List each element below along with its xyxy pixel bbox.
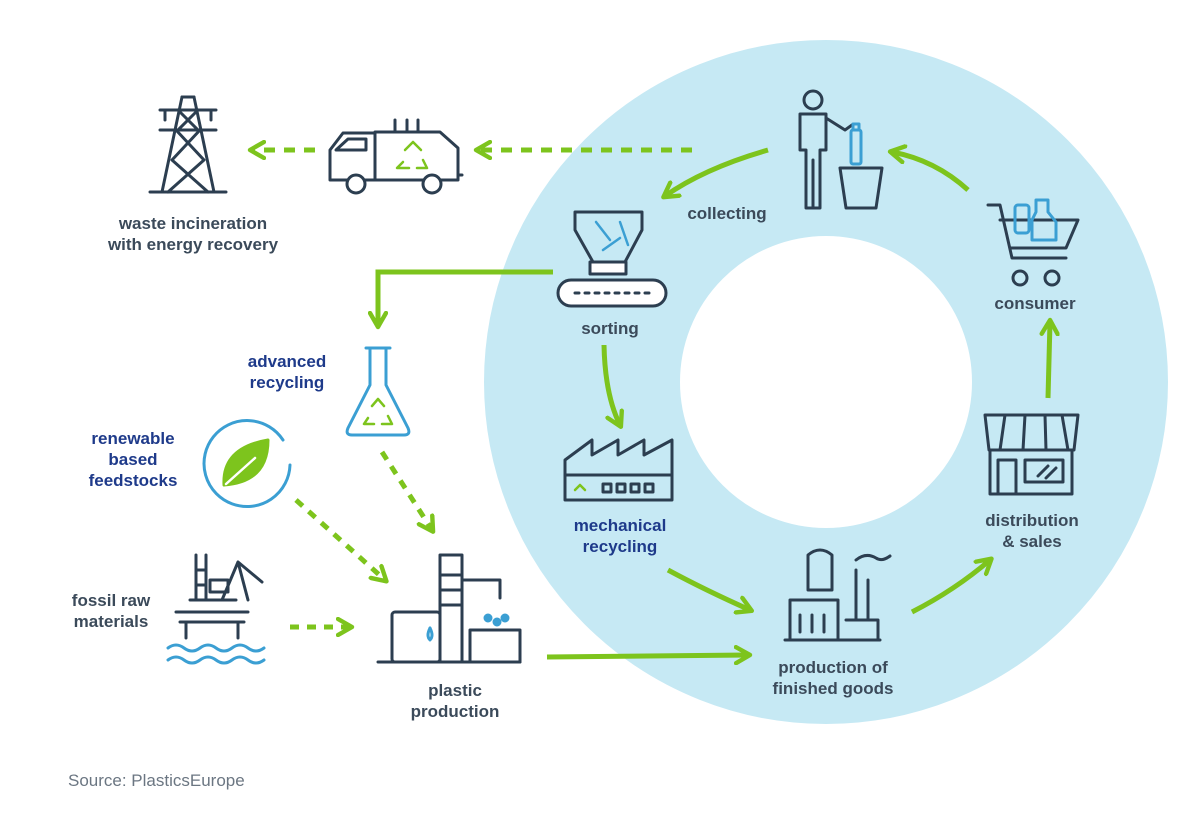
label-sorting: sorting: [581, 319, 639, 338]
label-collecting: collecting: [687, 204, 767, 223]
arrow-to-distribution: [910, 560, 990, 615]
leaf-icon: [202, 419, 292, 509]
label-consumer: consumer: [994, 294, 1076, 313]
arrow-advanced-to-production: [379, 450, 432, 530]
arrow-to-consumer: [1048, 322, 1050, 399]
label-plastic-production: plastic production: [410, 681, 500, 721]
label-mechanical-recycling: mechanical recycling: [573, 516, 667, 556]
arrow-renewable-to-production: [294, 498, 385, 580]
flow-arrows: [252, 150, 1050, 657]
shopping-cart-icon: [986, 198, 1080, 287]
factory-icon: [563, 438, 674, 502]
label-waste-incineration: waste incineration with energy recovery: [107, 214, 279, 254]
manufacturing-icon: [783, 548, 892, 642]
label-renewable-feedstocks: renewable based feedstocks: [88, 429, 178, 490]
arrow-to-advanced: [378, 269, 553, 325]
garbage-truck-icon: [328, 118, 464, 195]
label-advanced-recycling: advanced recycling: [247, 352, 327, 392]
label-distribution-sales: distribution & sales: [985, 511, 1079, 551]
arrow-to-finished-goods: [666, 567, 750, 610]
label-fossil-raw-materials: fossil raw materials: [71, 591, 151, 631]
flask-icon: [345, 346, 411, 437]
source-caption: Source: PlasticsEurope: [68, 771, 245, 790]
sorting-machine-icon: [556, 210, 668, 308]
power-pylon-icon: [148, 95, 228, 194]
label-production-finished-goods: production of finished goods: [772, 658, 894, 698]
shop-icon: [983, 413, 1080, 496]
arrow-to-mechanical: [601, 344, 620, 425]
arrow-to-person: [892, 152, 970, 192]
arrow-collecting: [665, 147, 769, 196]
oil-rig-icon: [166, 553, 266, 665]
person-bin-icon: [798, 89, 884, 210]
arrow-production-to-finished: [546, 655, 748, 657]
refinery-icon: [376, 553, 522, 664]
